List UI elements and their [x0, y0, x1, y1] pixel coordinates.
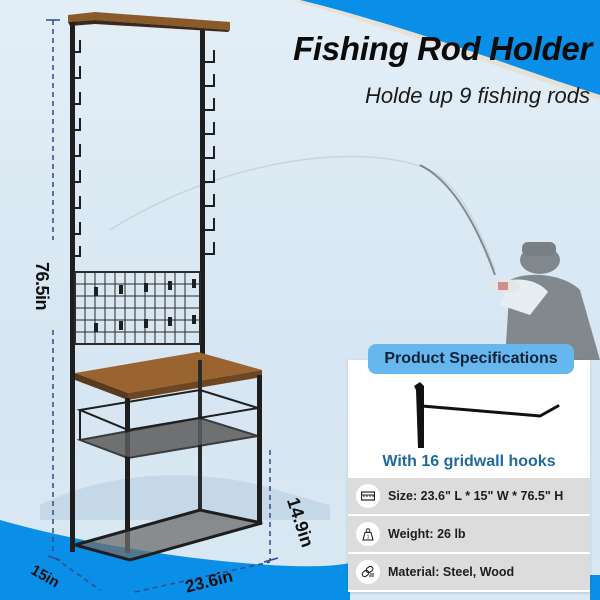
spec-size-text: Size: 23.6" L * 15" W * 76.5" H [388, 489, 564, 503]
spec-weight-text: Weight: 26 lb [388, 527, 466, 541]
hook-caption: With 16 gridwall hooks [382, 453, 556, 470]
spec-list: Size: 23.6" L * 15" W * 76.5" H 1 Weight… [348, 478, 590, 592]
spec-row-material: Material: Steel, Wood [348, 554, 590, 590]
svg-text:1: 1 [367, 534, 370, 540]
page-title: Fishing Rod Holder [293, 30, 592, 67]
depth-dimension-label: 15in [27, 561, 63, 592]
ruler-icon [356, 484, 380, 508]
spec-row-weight: 1 Weight: 26 lb [348, 516, 590, 552]
spec-badge: Product Specifications [368, 344, 574, 374]
spec-card [348, 360, 590, 592]
spec-row-size: Size: 23.6" L * 15" W * 76.5" H [348, 478, 590, 514]
page-subtitle: Holde up 9 fishing rods [364, 83, 590, 108]
width-dimension-label: 23.6in [183, 566, 235, 597]
height-dimension-label: 76.5in [32, 262, 52, 311]
gridwall-hook-icon [414, 382, 560, 448]
shelf-height-dimension-label: 14.9in [282, 495, 318, 550]
spec-material-text: Material: Steel, Wood [388, 565, 515, 579]
material-link-icon [356, 560, 380, 584]
fisherman-figure [490, 242, 600, 360]
weight-icon: 1 [356, 522, 380, 546]
